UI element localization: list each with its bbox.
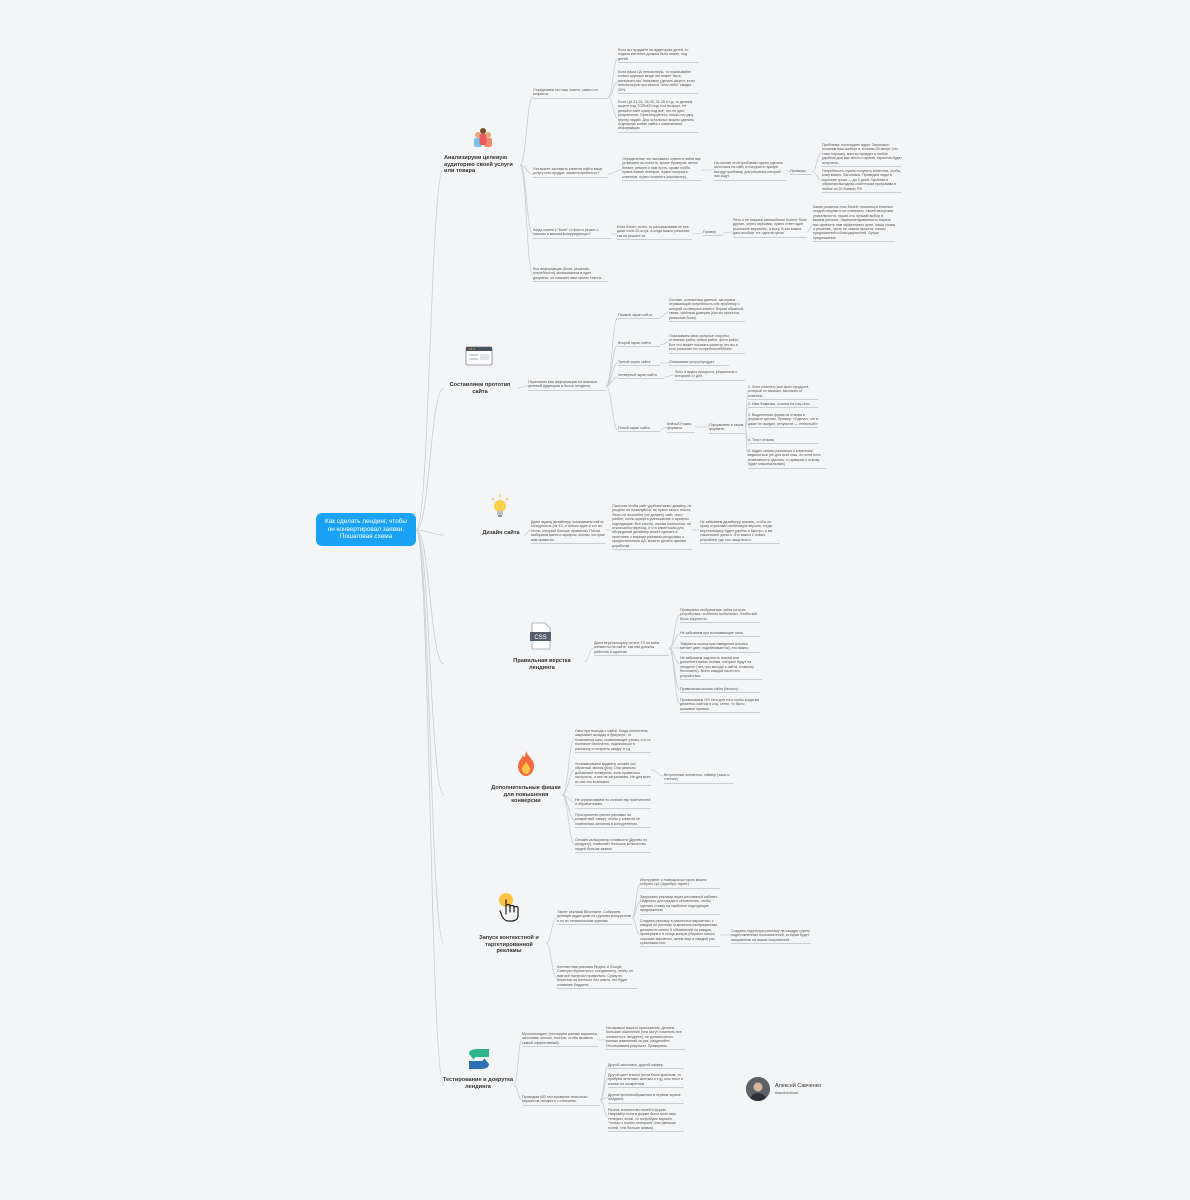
shuffle-arrows-icon xyxy=(469,1049,489,1069)
node-design-task[interactable]: Даем задачу дизайнеру, показываем сайты … xyxy=(531,520,606,545)
branch-title-conversion[interactable]: Дополнительные фишки для повышения конве… xyxy=(491,785,561,805)
node-example-label[interactable]: Пример xyxy=(703,230,723,237)
node-review-step-4[interactable]: 4. Текст отзыва xyxy=(748,438,818,445)
node-review-step-3[interactable]: 3. Выделенная фраза из отзыва в формате … xyxy=(748,413,818,429)
branch-title-design[interactable]: Дизайн сайта xyxy=(482,530,520,536)
node-layout-popups[interactable]: Не забываем про всплывающие окна. xyxy=(680,631,760,638)
browser-window-icon xyxy=(465,346,493,366)
node-space[interactable]: Пространство (много рекламы на конкретны… xyxy=(575,813,651,829)
node-layout-og[interactable]: Прописываем OG теги для того чтобы когда… xyxy=(680,698,760,714)
node-screen-3-text[interactable]: Описываем услугу/продукт. xyxy=(669,360,729,367)
node-ad-variants[interactable]: Создаем рекламу в различных вариантах, с… xyxy=(640,919,720,948)
node-vk-target[interactable]: Таргет реклама ВКонтакте. Собираем целев… xyxy=(557,910,632,926)
node-screen-1-text[interactable]: Логотип, контактные данные, заголовок от… xyxy=(669,298,745,323)
node-design-check[interactable]: Смотрим чтобы сайт удобочитаемо дизайну,… xyxy=(612,504,692,551)
node-mobile-version[interactable]: Не забываем дизайнеру сказать, чтобы он … xyxy=(700,520,780,545)
node-layout-check-devices[interactable]: Проверяем отображение сайта на всех устр… xyxy=(680,608,760,624)
branch-title-testing[interactable]: Тестирование и докрутка лендинга xyxy=(442,1077,514,1090)
node-ad-cabinet[interactable]: Запускаем рекламу через рекламный кабине… xyxy=(640,895,720,915)
node-ab-button[interactable]: Другой цвет кнопки (если было красным, т… xyxy=(608,1073,684,1089)
node-screen-4[interactable]: Четвертый экран сайта xyxy=(618,373,664,380)
lightbulb-icon xyxy=(491,494,509,517)
node-context-ads[interactable]: Контекстная реклама Яндекс и Google. Сов… xyxy=(557,965,637,990)
node-layout-favicon[interactable]: Правильная иконка сайта (favicon) xyxy=(680,687,760,694)
node-age-groups[interactable]: Если ЦА 21-25, 26-30, 31-35 и т.д. то де… xyxy=(618,100,698,133)
author-handle[interactable]: #savchenkoab xyxy=(775,1091,799,1095)
node-need-detail[interactable]: Определение что заставило клиента найти … xyxy=(622,157,702,182)
author-name[interactable]: Алексей Савченко xyxy=(775,1083,822,1089)
person-avatar-icon xyxy=(746,1077,770,1101)
node-who-client[interactable]: Определяем кто наш клиент, какого он воз… xyxy=(533,88,608,99)
node-layout-hover[interactable]: Эффекты кнопок при наведении (кнопка мен… xyxy=(680,642,760,653)
node-example-1[interactable]: Проблема: похолодать вдруг. Заголовок: п… xyxy=(822,143,902,168)
branch-title-prototype[interactable]: Составляем прототип сайта xyxy=(449,382,511,395)
node-ab-testing[interactable]: Проводим A/B тестирование несколько вари… xyxy=(522,1095,600,1106)
node-reviews[interactable]: Кейсы/Отзывы формата xyxy=(667,422,695,433)
branch-title-audience[interactable]: Анализируем целевую аудиторию своей услу… xyxy=(444,155,513,175)
node-review-step-5[interactable]: 5. Аудио запись разговора с клиентом/вид… xyxy=(748,449,826,469)
node-example-4[interactable]: Какие решения этих болей: отказаться пла… xyxy=(813,205,895,243)
node-timer[interactable]: Встроенные элементы: таймер (часы и счет… xyxy=(664,773,734,784)
node-prototype-desc[interactable]: Переносим всю информацию из анализа целе… xyxy=(528,380,606,391)
node-screen-4-text[interactable]: Фото и видео процесса, результаты с исто… xyxy=(675,370,745,381)
node-kids[interactable]: Если вы продаете на аудиторию детей, то … xyxy=(618,48,698,64)
node-example-2[interactable]: Потребность: нужно получить клиентов, чт… xyxy=(822,169,902,194)
click-hand-icon xyxy=(499,893,519,922)
node-layout-widgets[interactable]: Не забываем закрепить значки или дополни… xyxy=(680,656,762,681)
node-chat-widgets[interactable]: Устанавливаем виджеты онлайн чат, обратн… xyxy=(575,762,651,787)
node-ab-fields[interactable]: Разное количество полей в форме. Наприме… xyxy=(608,1108,684,1133)
css-file-icon: CSS xyxy=(530,622,551,650)
fire-icon xyxy=(518,751,534,776)
node-headline[interactable]: На основе этой проблемы нужно сделать за… xyxy=(714,161,786,181)
node-pain[interactable]: Когда клиенту "Боле" и просто решит о ли… xyxy=(533,228,611,239)
node-need[interactable]: Что может заставить клиента найти вашу у… xyxy=(533,167,608,178)
node-exit-popup[interactable]: Окно при выходе с сайта. Когда посетител… xyxy=(575,729,651,754)
people-icon xyxy=(474,128,492,147)
node-pain-detail[interactable]: Если более точно, то рассказываем не все… xyxy=(617,225,692,241)
node-screen-1[interactable]: Первый экран сайта xyxy=(618,313,660,320)
node-screen-3[interactable]: Третий экран сайта xyxy=(618,360,660,367)
node-examples-label[interactable]: Примеры xyxy=(790,169,812,176)
branch-title-layout[interactable]: Правильная верстка лендинга xyxy=(513,658,571,671)
node-no-limit[interactable]: Не ограничиваем по количеству посетителе… xyxy=(575,798,651,809)
node-format[interactable]: Оформляем в таком формате: xyxy=(709,423,745,434)
node-review-step-1[interactable]: 1. Фото клиента (или фото продукта котор… xyxy=(748,385,818,401)
node-review-step-2[interactable]: 2. Имя Фамилия, ссылка на соц.сети xyxy=(748,402,818,409)
root-node[interactable]: Как сделать лендинг, чтобы он конвертиро… xyxy=(316,513,416,546)
node-multilanding[interactable]: Мультилендинг (тестируем разные варианты… xyxy=(522,1032,598,1048)
branch-title-ads[interactable]: Запуск контекстной и таргетированной рек… xyxy=(479,935,539,955)
node-cerebro[interactable]: Инструмент с помощью которого можно собр… xyxy=(640,878,720,889)
node-document[interactable]: Вся информация (боли, решения, потребнос… xyxy=(533,267,608,283)
node-screen-5[interactable]: Пятый экран сайта xyxy=(618,426,660,433)
node-ad-groups[interactable]: Создаем отдельную рекламу на каждую груп… xyxy=(731,929,811,945)
node-pensioners[interactable]: Если ваша ЦА пенсионеры, то показывайте … xyxy=(618,70,698,95)
node-example-3[interactable]: Речь о не покупке автомобиля! Клиент бол… xyxy=(733,218,807,238)
node-multilanding-detail[interactable]: На сервисе вашего приложения. Делаем бол… xyxy=(606,1026,686,1051)
svg-text:CSS: CSS xyxy=(534,635,546,641)
root-label: Как сделать лендинг, чтобы он конвертиро… xyxy=(324,518,408,541)
node-calculator[interactable]: Онлайн калькулятор стоимости (Дерево по … xyxy=(575,838,651,854)
node-ab-photo[interactable]: Другие фото/изображения в первом экране … xyxy=(608,1093,684,1104)
node-ab-headline[interactable]: Другой заголовок, другой оффер xyxy=(608,1063,684,1070)
node-screen-2-text[interactable]: Показываем свои сильные стороны, отличны… xyxy=(669,334,745,354)
node-layout-spec[interactable]: Даем верстальщику четкое ТЗ на всем элем… xyxy=(594,641,669,657)
author-avatar[interactable] xyxy=(746,1077,770,1101)
node-screen-2[interactable]: Второй экран сайта xyxy=(618,341,660,348)
